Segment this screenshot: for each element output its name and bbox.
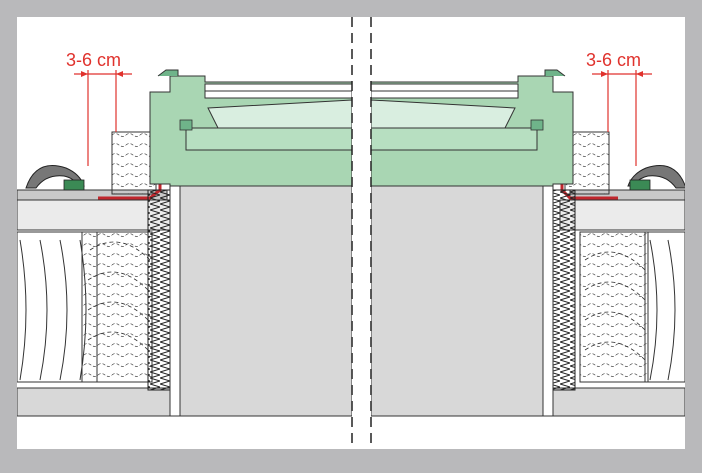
left-window-frame — [149, 69, 352, 187]
right-rafter — [579, 231, 649, 383]
left-opening-lining — [169, 185, 181, 417]
left-sealing-base — [63, 179, 85, 191]
right-dimension-label: 3-6 cm — [586, 50, 641, 70]
right-opening-lining — [542, 185, 554, 417]
right-section — [371, 69, 685, 417]
right-roof-board — [559, 199, 685, 231]
left-section — [17, 69, 352, 417]
dimension-arrow-icon — [116, 71, 123, 77]
right-sealing-base — [629, 179, 651, 191]
left-batten — [111, 131, 157, 195]
right-membrane — [552, 189, 576, 391]
dimension-arrow-icon — [601, 71, 608, 77]
right-ceiling-board — [544, 387, 685, 417]
left-dimension — [74, 70, 132, 166]
right-insulation — [644, 231, 685, 383]
left-membrane — [147, 189, 171, 391]
left-ceiling-board — [17, 387, 178, 417]
right-opening — [371, 185, 544, 417]
dimension-arrow-icon — [636, 71, 643, 77]
left-opening — [179, 185, 352, 417]
left-rafter — [81, 231, 153, 383]
right-window-frame — [371, 69, 574, 187]
dimension-arrow-icon — [81, 71, 88, 77]
right-dimension — [592, 70, 652, 166]
left-dimension-label: 3-6 cm — [66, 50, 121, 70]
